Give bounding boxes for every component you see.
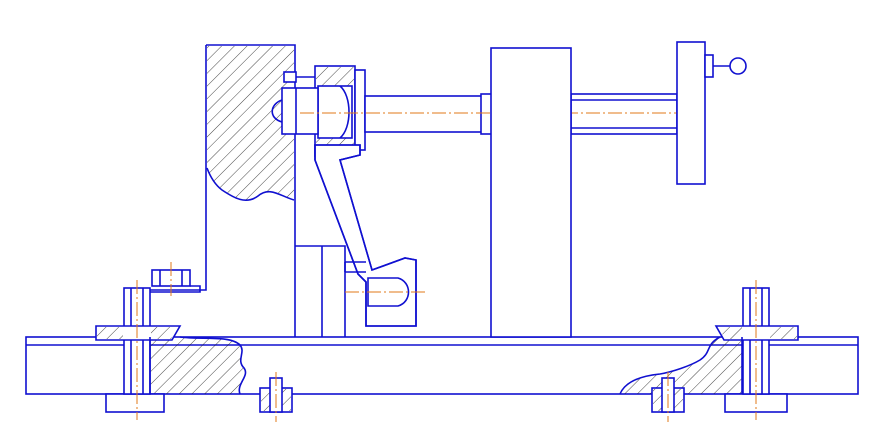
bearing-housing — [271, 65, 366, 157]
base-section-right — [620, 337, 742, 394]
main-shaft — [300, 93, 690, 135]
inner-column — [295, 245, 346, 337]
handle-plate — [676, 41, 747, 185]
right-upright — [490, 47, 572, 338]
upright-section — [207, 46, 294, 201]
bottom-pin-left — [259, 372, 293, 422]
base-plate — [25, 336, 859, 395]
right-clamp-bolt — [714, 280, 799, 420]
left-clamp-bolt — [95, 280, 182, 420]
left-upright — [150, 44, 296, 337]
base-section-left — [150, 337, 246, 394]
swing-link — [314, 144, 428, 327]
bottom-pin-right — [651, 372, 685, 422]
